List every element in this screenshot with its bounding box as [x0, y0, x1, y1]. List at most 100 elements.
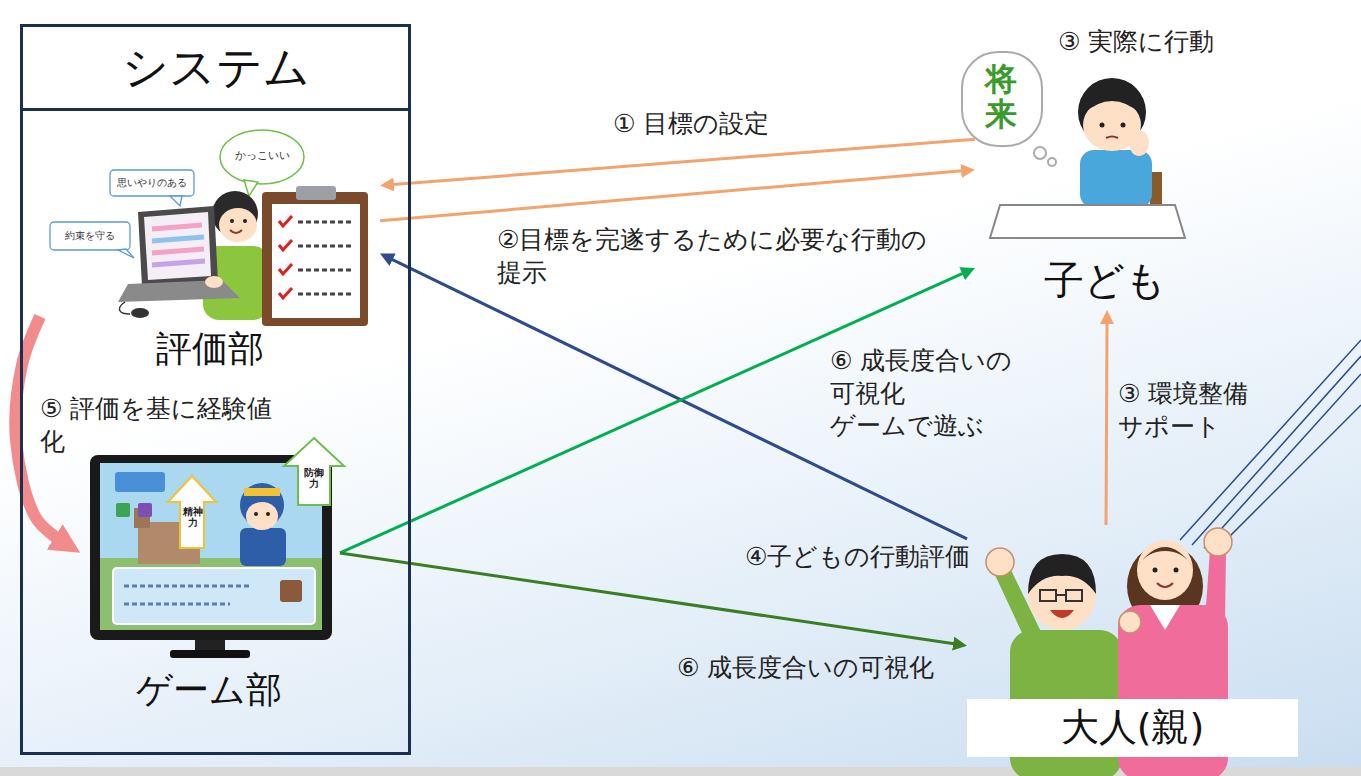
child-illustration-part	[1120, 150, 1148, 188]
child-actor: 子ども	[975, 55, 1235, 310]
game-unit: ゲーム部	[78, 438, 340, 715]
game-illustration-part	[240, 528, 286, 566]
parents-illustration-part	[1118, 605, 1228, 776]
child-illustration-part	[1034, 147, 1046, 159]
decor-lines	[1180, 340, 1361, 548]
evaluation-illustration-part	[50, 222, 130, 250]
parents-illustration-part	[1153, 568, 1158, 573]
evaluation-illustration-part-part	[279, 216, 292, 226]
game-illustration	[90, 438, 344, 658]
parents-illustration-part	[1056, 594, 1066, 596]
evaluation-illustration-part	[220, 130, 304, 184]
evaluation-illustration-part	[110, 170, 194, 196]
game-illustration-part	[138, 503, 152, 517]
evaluation-illustration-part	[230, 230, 242, 233]
action-caption: ③ 実際に行動	[1058, 26, 1214, 59]
child-illustration-part	[962, 52, 1042, 146]
child-illustration-part	[1129, 130, 1149, 156]
connector-arrow	[380, 171, 965, 221]
game-illustration-part	[100, 463, 322, 630]
parents-illustration-part	[1066, 590, 1082, 601]
connector-arrow	[340, 553, 957, 644]
parents-illustration-part	[986, 548, 1014, 576]
evaluation-illustration-part-part	[298, 293, 352, 296]
child-illustration-part	[1048, 158, 1056, 166]
speech-bubble-text: 思いやりのある	[112, 176, 192, 189]
connector-group	[15, 139, 1107, 644]
evaluation-illustration-part	[119, 302, 130, 314]
evaluation-illustration-part-part	[279, 240, 292, 250]
evaluation-illustration-part	[152, 225, 202, 229]
game-illustration-part	[170, 650, 250, 658]
parents-illustration-part	[1150, 605, 1180, 630]
evaluation-illustration-part	[131, 308, 149, 318]
thought-text: 将来	[985, 62, 1017, 132]
evaluation-illustration-part	[138, 206, 218, 286]
child-illustration-part	[1100, 123, 1105, 128]
stat-arrow-text: 精神力	[182, 506, 203, 528]
evaluation-illustration-part	[144, 212, 211, 280]
parents-illustration-part	[1157, 583, 1173, 587]
child-illustration-part	[1121, 123, 1126, 128]
evaluation-illustration-part	[118, 249, 134, 258]
node-label: 大人(親)	[967, 699, 1298, 757]
parents-illustration-part	[1174, 568, 1179, 573]
game-illustration-part	[124, 586, 250, 604]
speech-bubble-text: 約束を守る	[50, 229, 130, 242]
game-illustration-part	[280, 580, 302, 602]
node-label: 評価部	[156, 327, 264, 372]
edge-label: ④子どもの行動評価	[745, 541, 970, 574]
evaluation-illustration-part	[262, 192, 368, 326]
evaluation-illustration-part	[152, 249, 204, 253]
game-illustration-part-part	[124, 585, 250, 588]
decor-lines-part	[1218, 405, 1361, 548]
game-illustration-part	[115, 472, 165, 492]
evaluation-illustration	[50, 130, 368, 326]
evaluation-illustration-part	[205, 276, 223, 288]
parents-illustration-part	[1137, 547, 1193, 567]
connector-arrow	[15, 317, 62, 542]
decor-lines-part	[1192, 356, 1361, 545]
child-illustration-part	[1083, 91, 1141, 114]
edge-label: ⑥ 成長度合いの可視化	[677, 652, 934, 685]
parents-illustration-part	[1010, 630, 1122, 776]
child-illustration-part	[1080, 150, 1152, 208]
evaluation-unit: 評価部	[40, 120, 380, 372]
game-illustration-part-part	[124, 603, 230, 606]
edge-label: ⑥ 成長度合いの 可視化 ゲームで遊ぶ	[830, 345, 1052, 443]
edge-label: ① 目標の設定	[613, 108, 769, 141]
evaluation-illustration-part	[170, 196, 182, 206]
parents-illustration-part	[1119, 611, 1141, 633]
node-label: ゲーム部	[136, 668, 282, 715]
stat-arrow-text: 防御力	[303, 467, 324, 489]
parents-illustration-part	[1137, 540, 1193, 600]
node-label: システム	[23, 27, 408, 111]
parents-illustration-part	[1204, 528, 1232, 556]
evaluation-illustration-part-part	[279, 288, 292, 298]
game-illustration-part	[254, 512, 258, 516]
game-illustration-part	[116, 503, 130, 517]
evaluation-illustration-part	[243, 219, 247, 223]
evaluation-illustration-part	[272, 204, 360, 318]
game-illustration-part	[100, 558, 322, 630]
parents-illustration-part	[1040, 590, 1056, 601]
game-illustration-part	[113, 568, 315, 624]
system-box: システム評価部ゲーム部	[20, 24, 411, 755]
game-illustration-part	[244, 488, 280, 496]
child-illustration	[962, 52, 1185, 238]
evaluation-illustration-part	[298, 222, 352, 294]
decor-lines-part	[1180, 340, 1361, 540]
parent-actor: 大人(親)	[967, 525, 1298, 757]
evaluation-illustration-part	[152, 237, 204, 241]
connector-arrow	[1106, 320, 1107, 525]
edge-label: ⑤ 評価を基に経験値 化	[40, 393, 290, 458]
game-illustration-part	[246, 502, 278, 530]
evaluation-illustration-part-part	[279, 264, 292, 274]
connector-arrow	[389, 258, 967, 539]
edge-label: ②目標を完遂するために必要な行動の 提示	[497, 224, 942, 289]
game-illustration-part	[168, 476, 216, 548]
parents-illustration	[986, 528, 1232, 776]
